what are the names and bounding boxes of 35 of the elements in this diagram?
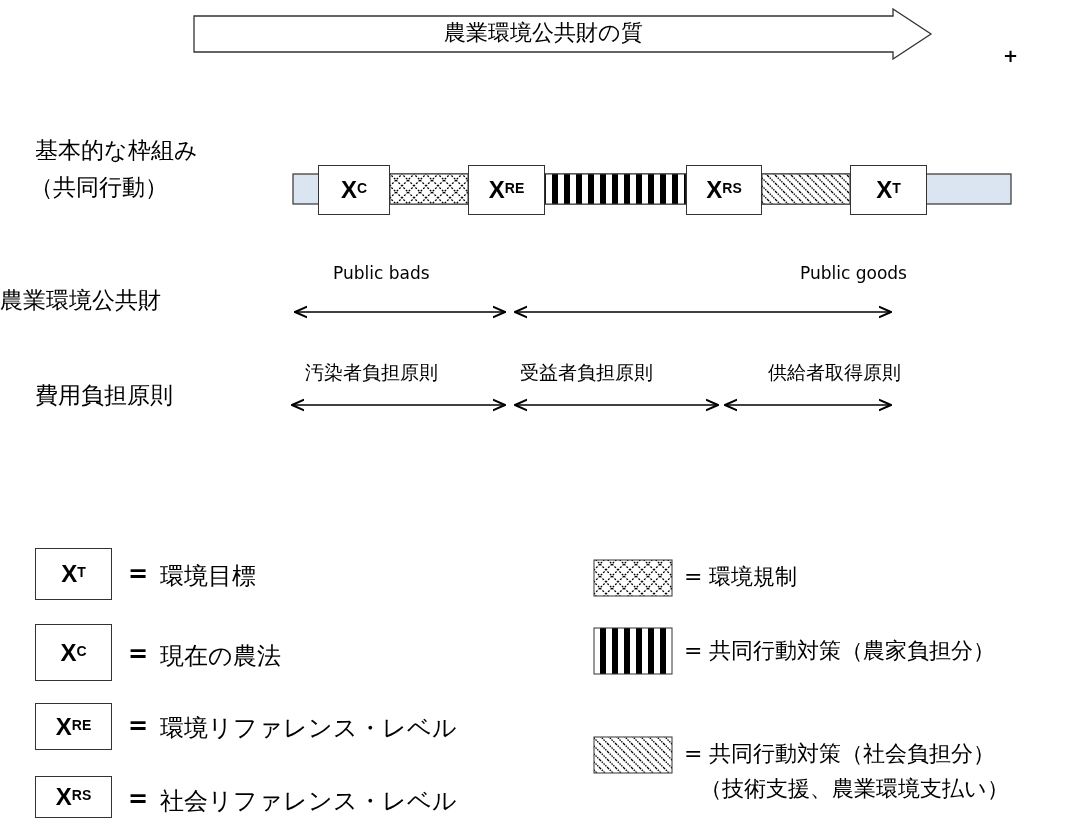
reference-level-box: X$^{RE}$: [468, 165, 545, 215]
plus-sign: +: [1003, 45, 1019, 66]
equals-sign: =: [128, 640, 149, 668]
row-label: （共同行動）: [30, 173, 168, 202]
range-label: Public bads: [333, 263, 430, 283]
hatched-segment: [389, 173, 469, 205]
range-label: Public goods: [800, 263, 907, 283]
legend-box: X$^{RE}$: [35, 703, 112, 750]
range-label: 受益者負担原則: [520, 360, 653, 385]
row-label: 基本的な枠組み: [35, 136, 198, 165]
legend-box: X$^{T}$: [35, 548, 112, 600]
hatched-segment: [544, 173, 687, 205]
range-label: 供給者取得原則: [768, 360, 901, 385]
reference-level-box: X$^{T}$: [850, 165, 927, 215]
legend-text: 現在の農法: [160, 641, 281, 672]
legend-text: 環境リファレンス・レベル: [160, 713, 457, 744]
reference-level-box: X$^{RS}$: [686, 165, 762, 215]
legend-box: X$^{C}$: [35, 624, 112, 681]
row-label: 費用負担原則: [35, 381, 173, 410]
legend-text: = 共同行動対策（社会負担分）: [684, 740, 996, 768]
legend-text: 環境目標: [160, 561, 256, 592]
legend-text: 社会リファレンス・レベル: [160, 786, 457, 817]
quality-arrow: [193, 8, 933, 60]
legend-text: = 共同行動対策（農家負担分）: [684, 637, 996, 665]
hatched-segment: [761, 173, 851, 205]
legend-box: X$^{RS}$: [35, 776, 112, 818]
row-label: 農業環境公共財: [0, 286, 161, 315]
range-label: 汚染者負担原則: [305, 360, 438, 385]
equals-sign: =: [128, 560, 149, 588]
legend-text: = 環境規制: [684, 563, 798, 591]
legend-text: （技術支援、農業環境支払い）: [700, 775, 1009, 803]
equals-sign: =: [128, 785, 149, 813]
arrow-label: 農業環境公共財の質: [442, 19, 644, 47]
reference-level-box: X$^{C}$: [318, 165, 390, 215]
equals-sign: =: [128, 712, 149, 740]
